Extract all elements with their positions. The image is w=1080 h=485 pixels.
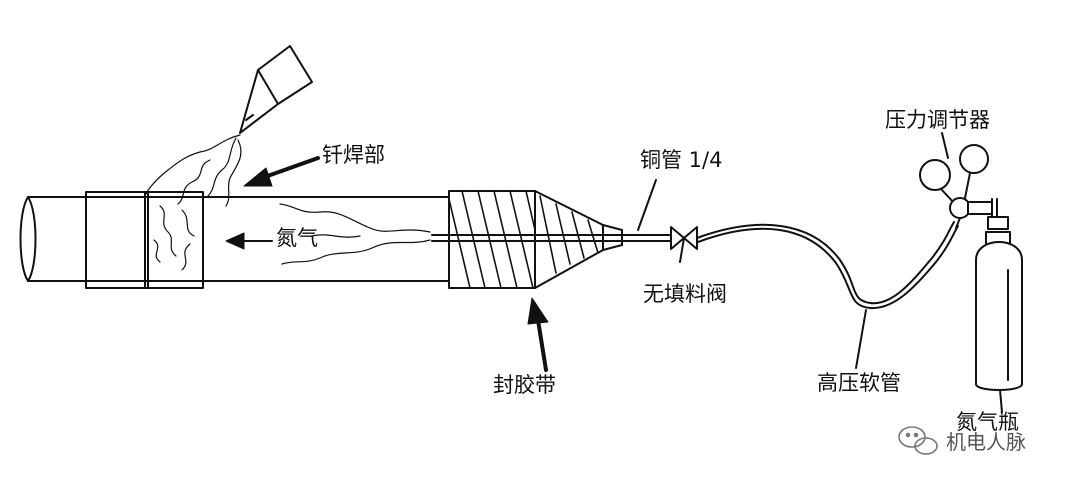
brazing-flame	[145, 134, 242, 271]
label-copper-pipe: 铜管 1/4	[640, 148, 723, 172]
arrow-tape	[527, 297, 549, 372]
copper-pipe	[431, 179, 673, 242]
label-nitrogen-cylinder: 氮气瓶	[956, 410, 1019, 434]
label-packless-valve: 无填料阀	[643, 282, 727, 306]
main-pipe	[19, 196, 451, 282]
torch	[239, 45, 313, 134]
arrow-brazing	[243, 156, 320, 187]
label-nitrogen: 氮气	[276, 226, 318, 250]
high-pressure-hose	[696, 221, 959, 369]
arrow-nitrogen	[225, 232, 273, 250]
nitrogen-cylinder	[975, 216, 1023, 413]
packless-valve	[670, 226, 698, 263]
label-high-pressure-hose: 高压软管	[817, 371, 901, 395]
coupling-sleeve	[85, 191, 204, 289]
wechat-icon	[898, 426, 938, 455]
pressure-regulator	[919, 132, 998, 229]
label-brazing-part: 钎焊部	[322, 143, 385, 167]
nitrogen-gas-flow	[279, 203, 431, 265]
sealing-tape-plug	[448, 190, 623, 289]
label-sealing-tape: 封胶带	[493, 373, 556, 397]
watermark-text: 机电人脉	[946, 430, 1026, 454]
label-pressure-regulator: 压力调节器	[885, 108, 990, 132]
